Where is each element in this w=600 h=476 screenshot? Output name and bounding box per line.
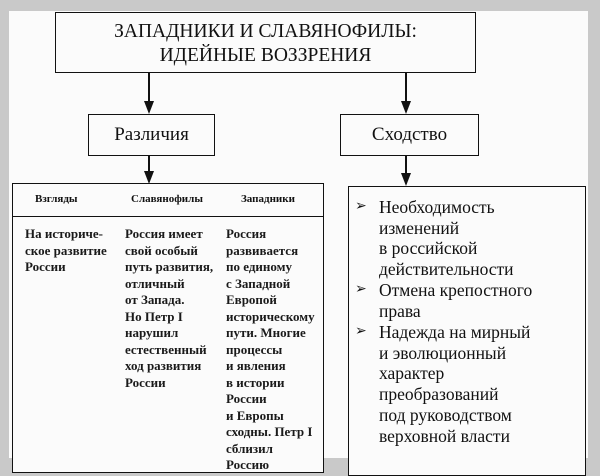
differences-label: Различия [114, 124, 189, 145]
item-text: Отмена крепостного права [379, 280, 533, 321]
arrow-line [148, 156, 150, 172]
differences-box: Различия [88, 114, 215, 156]
similarity-label: Сходство [371, 124, 448, 145]
arrow-line [405, 156, 407, 174]
bullet-arrow-icon: ➢ [355, 199, 367, 214]
list-item: ➢ Надежда на мирный и эволюционный характ… [355, 322, 530, 446]
cell-views: На историче- ское развитие России [25, 226, 107, 274]
arrow-down-icon [144, 101, 154, 114]
arrow-down-icon [401, 173, 411, 186]
differences-table: Взгляды Славянофилы Западники На историч… [12, 183, 324, 473]
arrow-line [148, 73, 150, 103]
bullet-arrow-icon: ➢ [355, 324, 367, 339]
list-item: ➢ Необходимость изменений в российской де… [355, 197, 514, 280]
title-line-1: ЗАПАДНИКИ И СЛАВЯНОФИЛЫ: [114, 21, 417, 42]
similarity-list: ➢ Необходимость изменений в российской де… [348, 186, 586, 476]
header-views: Взгляды [35, 193, 78, 205]
cell-slavophiles: Россия имеет свой особый путь развития, … [125, 226, 214, 390]
bullet-arrow-icon: ➢ [355, 282, 367, 297]
item-text: Надежда на мирный и эволюционный характе… [379, 322, 531, 446]
header-slavophiles: Славянофилы [131, 193, 203, 205]
title-box: ЗАПАДНИКИ И СЛАВЯНОФИЛЫ: ИДЕЙНЫЕ ВОЗЗРЕН… [55, 12, 476, 73]
item-text: Необходимость изменений в российской дей… [379, 197, 514, 280]
arrow-down-icon [144, 171, 154, 184]
header-westerners: Западники [241, 193, 295, 205]
table-header: Взгляды Славянофилы Западники [13, 184, 323, 217]
list-item: ➢ Отмена крепостного права [355, 280, 532, 321]
cell-westerners: Россия развивается по единому с Западной… [226, 226, 315, 472]
arrow-down-icon [401, 101, 411, 114]
similarity-box: Сходство [340, 114, 479, 156]
title-line-2: ИДЕЙНЫЕ ВОЗЗРЕНИЯ [159, 45, 372, 66]
arrow-line [405, 73, 407, 103]
